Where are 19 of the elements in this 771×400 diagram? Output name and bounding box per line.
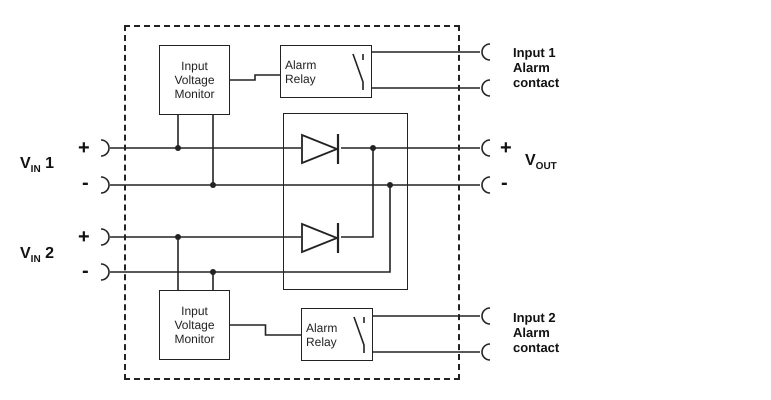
monitor-block: Input Voltage Monitor — [159, 45, 230, 115]
contact-label: Input 1 Alarm contact — [513, 45, 560, 90]
terminal-label: V$_{OUT}$ — [525, 152, 557, 174]
monitor-block: Input Voltage Monitor — [159, 290, 230, 360]
polarity-sign: - — [82, 260, 89, 282]
terminal-label: V$_{IN}$ 1 — [20, 155, 54, 178]
relay-block: Alarm Relay — [301, 308, 373, 361]
relay-block: Alarm Relay — [280, 45, 372, 98]
polarity-sign: + — [500, 137, 512, 159]
polarity-sign: + — [78, 226, 90, 248]
polarity-sign: - — [501, 172, 508, 194]
connector-line — [230, 324, 301, 336]
module-outline — [124, 25, 460, 380]
contact-label: Input 2 Alarm contact — [513, 310, 560, 355]
diode-block — [283, 113, 408, 290]
polarity-sign: - — [82, 172, 89, 194]
terminal-label: V$_{IN}$ 2 — [20, 245, 54, 268]
connector-line — [230, 74, 280, 81]
polarity-sign: + — [78, 137, 90, 159]
